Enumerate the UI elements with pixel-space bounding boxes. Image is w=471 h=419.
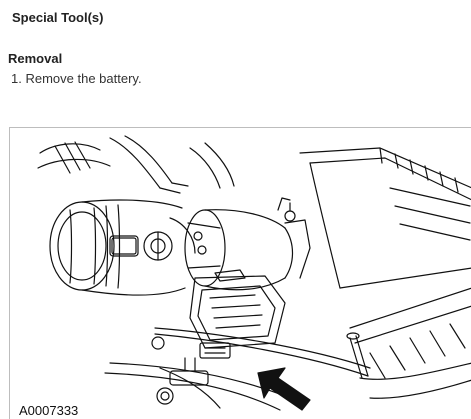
step-1: 1. Remove the battery. [11,71,142,86]
air-cleaner-housing [299,147,471,399]
figure-id-label: A0007333 [17,403,81,418]
battery-module [189,269,286,359]
step-1-text: Remove the battery. [25,71,142,86]
throttle-body [184,202,311,291]
special-tools-heading: Special Tool(s) [12,10,104,25]
battery-removal-illustration [37,135,471,411]
cables [104,327,371,411]
step-1-number: 1. [11,71,22,86]
illustration-figure: A0007333 [9,127,471,419]
removal-heading: Removal [8,51,63,66]
fastener-bolts [156,197,369,405]
upper-hoses [37,135,235,194]
pointer-arrow [257,367,311,411]
air-intake-duct [49,199,196,296]
